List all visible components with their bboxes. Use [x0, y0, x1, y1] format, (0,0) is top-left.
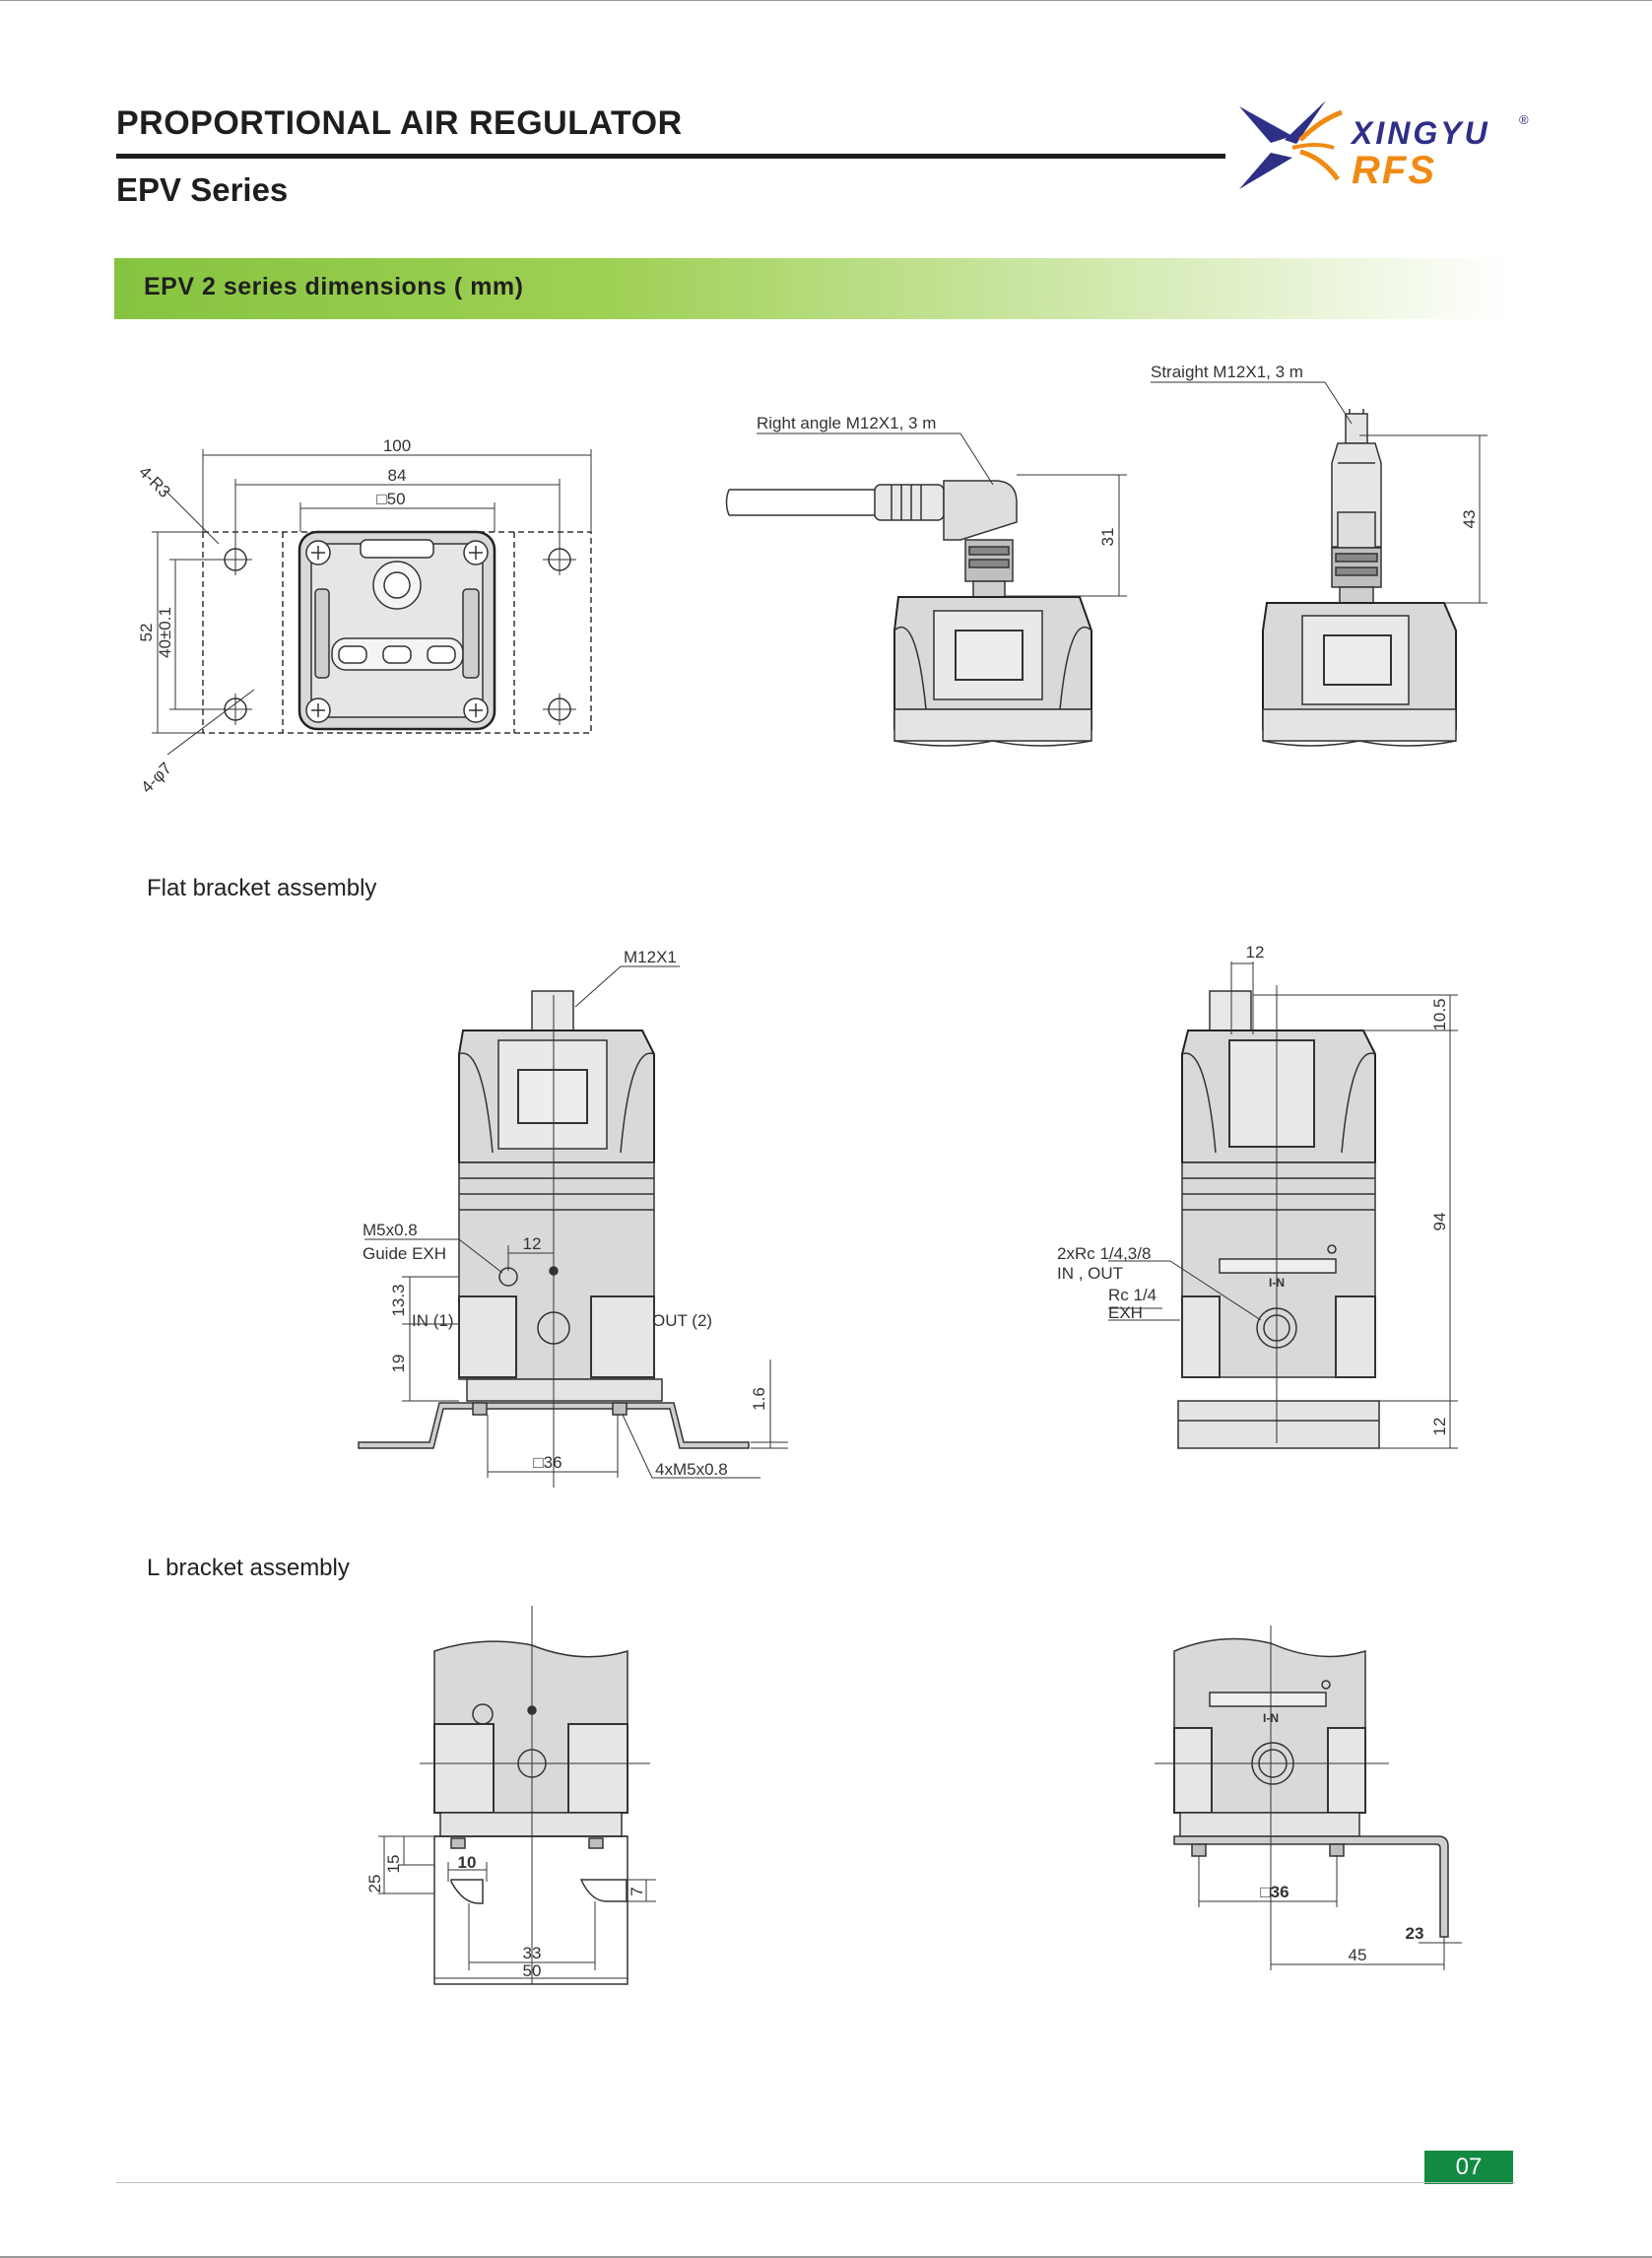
- banner-title: EPV 2 series dimensions ( mm): [144, 273, 524, 300]
- right-angle-label: Right angle M12X1, 3 m: [757, 414, 936, 432]
- out-port-label: OUT (2): [652, 1311, 712, 1330]
- inout-label: IN , OUT: [1057, 1264, 1123, 1283]
- flat-m5-label: M5x0.8: [363, 1221, 418, 1239]
- top-border: [0, 0, 1652, 1]
- right-angle-connector-drawing: [725, 432, 1127, 747]
- dim-10: 10: [458, 1853, 477, 1872]
- flat-m12-label: M12X1: [624, 948, 677, 966]
- straight-connector-drawing: [1151, 381, 1487, 747]
- dim-84: 84: [388, 466, 407, 485]
- l-bracket-label: L bracket assembly: [147, 1555, 350, 1581]
- page-subtitle: EPV Series: [116, 171, 289, 208]
- xingyu-logo: XINGYU RFS ®: [1239, 100, 1529, 192]
- svg-text:RFS: RFS: [1352, 149, 1436, 192]
- dim-25: 25: [365, 1875, 384, 1893]
- dim-l-36: □36: [1260, 1883, 1289, 1901]
- page-number: 07: [1424, 2151, 1513, 2184]
- flat-m5x4-label: 4xM5x0.8: [655, 1460, 728, 1479]
- bottom-border: [0, 2256, 1652, 2258]
- dim-13-3: 13.3: [389, 1284, 408, 1316]
- footer-rule: [116, 2182, 1515, 2183]
- rc-port-label: 2xRc 1/4,3/8: [1057, 1244, 1151, 1263]
- dim-50: □50: [376, 490, 405, 508]
- svg-text:XINGYU: XINGYU: [1350, 115, 1490, 151]
- dim-side-12-bottom: 12: [1430, 1418, 1449, 1436]
- dim-19: 19: [389, 1355, 408, 1373]
- dim-94: 94: [1430, 1213, 1449, 1231]
- page-title: PROPORTIONAL AIR REGULATOR: [116, 104, 683, 142]
- dim-100: 100: [383, 436, 411, 455]
- in-port-label: IN (1): [412, 1311, 454, 1330]
- dim-r3: 4-R3: [135, 462, 173, 500]
- dim-l-50: 50: [523, 1961, 542, 1980]
- dim-23: 23: [1406, 1924, 1424, 1943]
- dim-side-12: 12: [1246, 943, 1265, 962]
- straight-label: Straight M12X1, 3 m: [1151, 363, 1303, 381]
- dim-45: 45: [1349, 1946, 1367, 1964]
- dim-phi7: 4-φ7: [137, 759, 175, 797]
- dim-7: 7: [628, 1887, 646, 1895]
- dim-43: 43: [1460, 510, 1479, 529]
- dim-flat-36: □36: [533, 1453, 562, 1472]
- exh-label: EXH: [1108, 1303, 1143, 1322]
- section-banner: EPV 2 series dimensions ( mm): [114, 258, 1509, 319]
- svg-text:®: ®: [1519, 112, 1529, 127]
- flat-bracket-label: Flat bracket assembly: [147, 875, 377, 901]
- flat-bracket-front-drawing: [358, 965, 788, 1488]
- flat-bracket-side-drawing: [1108, 962, 1458, 1449]
- side-marker: I-N: [1269, 1276, 1285, 1290]
- rc14-label: Rc 1/4: [1108, 1286, 1156, 1304]
- dim-31: 31: [1098, 528, 1117, 547]
- l-side-marker: I-N: [1263, 1711, 1279, 1725]
- dim-1-6: 1.6: [750, 1387, 768, 1411]
- title-rule: [116, 154, 1225, 159]
- flat-guide-label: Guide EXH: [363, 1244, 446, 1263]
- top-view-drawing: [152, 449, 592, 756]
- dim-flat-12: 12: [523, 1234, 542, 1253]
- l-bracket-side-drawing: [1155, 1626, 1462, 1970]
- l-bracket-front-drawing: [378, 1606, 656, 1985]
- dim-33: 33: [523, 1944, 542, 1962]
- dim-10-5: 10.5: [1430, 998, 1449, 1030]
- dim-40: 40±0.1: [156, 607, 174, 658]
- dim-52: 52: [137, 624, 156, 642]
- dim-15: 15: [384, 1855, 403, 1874]
